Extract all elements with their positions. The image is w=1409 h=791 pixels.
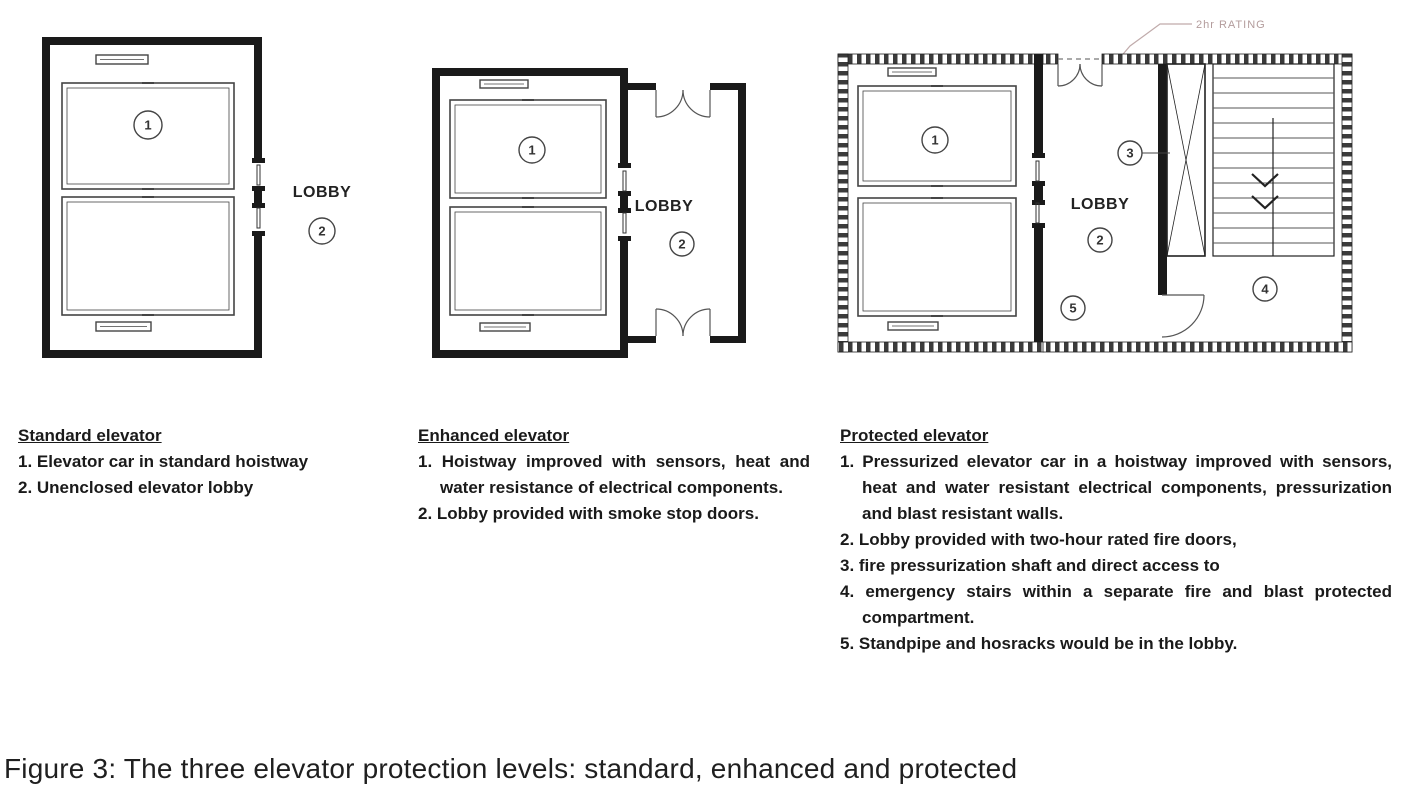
marker-car-number: 1 [931,133,938,148]
legend-standard-title: Standard elevator [18,426,162,445]
pressurization-shaft [1166,63,1206,257]
legend-item: 2. Lobby provided with smoke stop doors. [418,504,759,523]
legend-item: 5. Standpipe and hosracks would be in th… [840,634,1238,653]
lobby-label: LOBBY [635,198,694,215]
legend-item: 2. Lobby provided with two-hour rated fi… [840,530,1237,549]
hoistway-walls [42,37,265,358]
marker-lobby: 2 [308,217,336,245]
legend-enhanced-title: Enhanced elevator [418,426,570,445]
smoke-stop-doors-top [655,89,711,118]
marker-stairs-number: 4 [1261,282,1269,297]
marker-car: 1 [518,136,546,164]
smoke-stop-doors-bottom [655,308,711,337]
emergency-stairs [1212,63,1335,257]
elevator-door-sills [622,170,627,234]
legend-protected-title: Protected elevator [840,426,989,445]
marker-lobby: 2 [1087,227,1113,253]
legend-item: 1. Elevator car in standard hoistway [18,452,309,471]
marker-shaft: 3 [1117,140,1170,166]
legend-enhanced: Enhanced elevator 1. Hoistway improved w… [418,423,810,527]
lobby-label: LOBBY [1071,196,1130,213]
marker-standpipe-number: 5 [1069,301,1076,316]
elevator-car-2 [857,197,1017,317]
elevator-door-sills [256,164,261,229]
elevator-car-1 [449,99,607,199]
marker-lobby-number: 2 [678,237,685,252]
counterweights [479,79,531,332]
marker-standpipe: 5 [1060,295,1086,321]
marker-car-number: 1 [144,118,151,133]
legend-item: 2. Unenclosed elevator lobby [18,478,254,497]
figure-caption: Figure 3: The three elevator protection … [4,753,1018,784]
hoistway-walls [432,68,631,358]
elevator-car-1 [857,85,1017,187]
lobby-label: LOBBY [293,184,352,201]
counterweights [95,54,152,332]
marker-shaft-number: 3 [1126,146,1133,161]
marker-car: 1 [921,126,949,154]
hoistway-right-wall [1032,54,1045,342]
marker-lobby-number: 2 [318,224,325,239]
marker-lobby: 2 [669,231,695,257]
elevator-car-1 [61,82,235,190]
marker-lobby-number: 2 [1096,233,1103,248]
marker-stairs: 4 [1252,276,1278,302]
diagram-protected: 2hr RATING [837,19,1353,353]
diagram-enhanced: 1 LOBBY 2 [432,68,746,358]
lobby-walls [628,83,746,343]
elevator-car-2 [449,206,607,316]
marker-car-number: 1 [528,143,535,158]
legend-item: 4. emergency stairs within a separate fi… [840,582,1392,627]
elevator-car-2 [61,196,235,316]
legend-item: 3. fire pressurization shaft and direct … [840,556,1220,575]
lobby-stair-door [1161,294,1205,338]
legend-item: 1. Hoistway improved with sensors, heat … [418,452,810,497]
fire-rating-label: 2hr RATING [1196,19,1266,31]
legend-standard: Standard elevator 1. Elevator car in sta… [18,423,380,501]
fire-doors [1057,58,1103,87]
legend-protected: Protected elevator 1. Pressurized elevat… [840,423,1392,657]
elevator-door-sills [1035,160,1040,224]
legend-item: 1. Pressurized elevator car in a hoistwa… [840,452,1392,523]
fire-rating-annotation: 2hr RATING [1117,19,1266,61]
lobby-partition-wall [1158,64,1167,295]
marker-car: 1 [133,110,163,140]
counterweights [887,67,939,331]
blast-walls [837,53,1353,353]
diagram-standard: 1 LOBBY 2 [42,37,352,358]
